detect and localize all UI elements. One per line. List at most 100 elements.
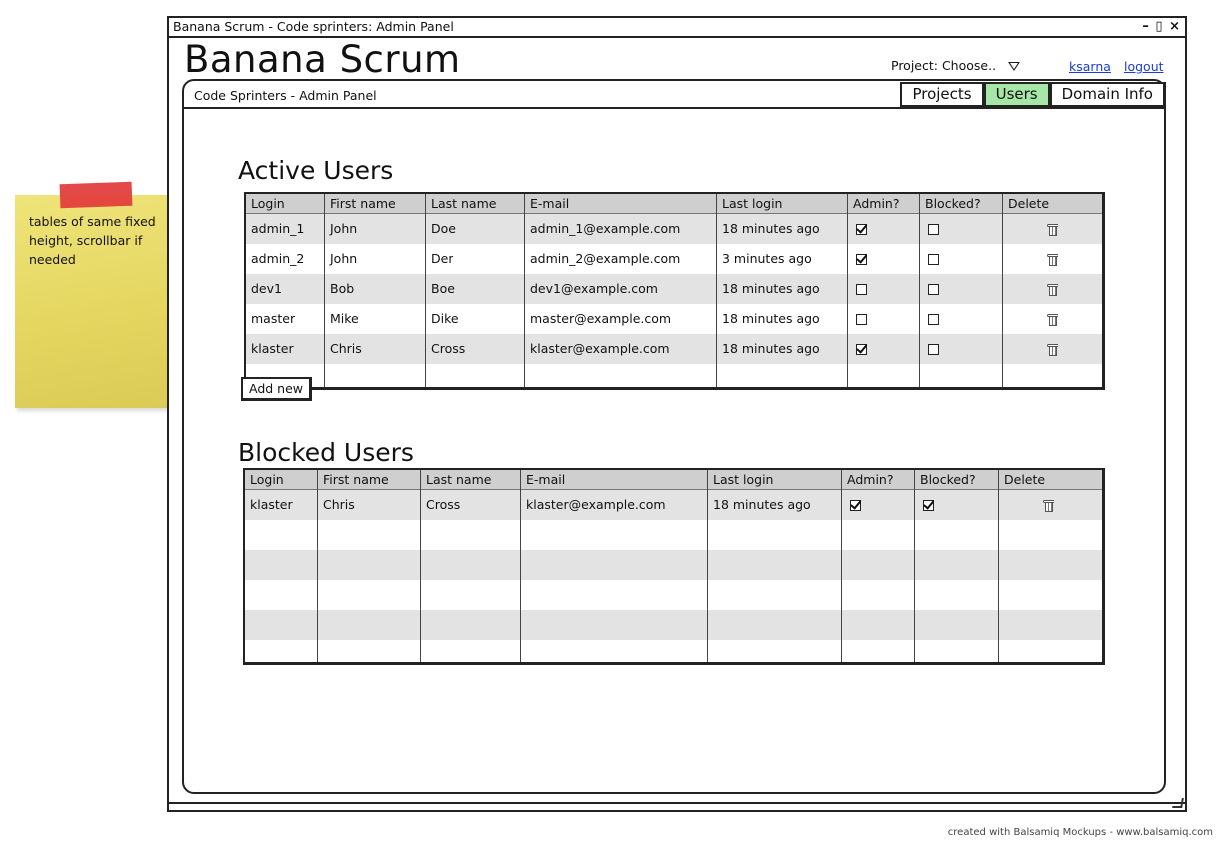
trash-icon[interactable] <box>1047 313 1058 326</box>
email-cell: admin_2@example.com <box>530 251 681 266</box>
admin-cell <box>848 334 867 364</box>
table-row <box>246 364 1102 394</box>
active-users-heading: Active Users <box>238 156 394 185</box>
column-divider <box>324 194 325 387</box>
first-cell: Bob <box>330 281 355 296</box>
tab-projects[interactable]: Projects <box>900 82 985 108</box>
delete-cell <box>1003 304 1058 334</box>
resize-grip-icon[interactable] <box>1172 798 1184 808</box>
delete-cell <box>1003 214 1058 244</box>
blocked-cell <box>920 214 939 244</box>
admin-checkbox[interactable] <box>850 500 861 511</box>
tab-users[interactable]: Users <box>983 82 1051 108</box>
balsamiq-credit: created with Balsamiq Mockups - www.bals… <box>947 827 1213 838</box>
admin-cell <box>848 304 867 334</box>
blocked-users-heading: Blocked Users <box>238 438 414 467</box>
admin-checkbox[interactable] <box>856 284 867 295</box>
column-header: Blocked? <box>920 472 976 487</box>
last-cell: Cross <box>431 341 466 356</box>
admin-checkbox[interactable] <box>856 254 867 265</box>
last-cell: Der <box>431 251 454 266</box>
triangle-down-icon[interactable] <box>1008 62 1021 71</box>
column-header: E-mail <box>530 196 570 211</box>
blocked-checkbox[interactable] <box>923 500 934 511</box>
window-controls: – ▯ × <box>1142 18 1181 36</box>
login-cell: klaster <box>250 497 293 512</box>
column-header: First name <box>323 472 389 487</box>
blocked-cell <box>915 490 934 520</box>
trash-icon[interactable] <box>1043 499 1054 512</box>
maximize-icon[interactable]: ▯ <box>1155 19 1164 34</box>
email-cell: master@example.com <box>530 311 672 326</box>
column-header: Delete <box>1004 472 1046 487</box>
trash-icon[interactable] <box>1047 343 1058 356</box>
last-cell: Cross <box>426 497 461 512</box>
last-login-cell: 18 minutes ago <box>722 341 820 356</box>
active-users-table: Login First name Last name E-mail Last login… <box>244 192 1105 390</box>
table-row: klaster Chris Cross klaster@example.com 18 m… <box>245 490 1102 520</box>
first-cell: Mike <box>330 311 359 326</box>
login-cell: klaster <box>251 341 294 356</box>
blocked-cell <box>920 274 939 304</box>
trash-icon[interactable] <box>1047 223 1058 236</box>
column-divider <box>425 194 426 387</box>
app-window: Banana Scrum - Code sprinters: Admin Pan… <box>167 16 1187 812</box>
user-link[interactable]: ksarna <box>1069 59 1111 74</box>
login-cell: admin_1 <box>251 221 305 236</box>
blocked-checkbox[interactable] <box>928 254 939 265</box>
column-divider <box>520 470 521 662</box>
column-divider <box>998 470 999 662</box>
blocked-checkbox[interactable] <box>928 314 939 325</box>
app-title: Banana Scrum <box>184 38 461 81</box>
sticky-note: tables of same fixed height, scrollbar i… <box>15 195 167 408</box>
column-header: Login <box>250 472 284 487</box>
column-divider <box>919 194 920 387</box>
first-cell: Chris <box>323 497 355 512</box>
column-header: First name <box>330 196 396 211</box>
add-new-button[interactable]: Add new <box>241 377 313 401</box>
logout-link[interactable]: logout <box>1124 59 1164 74</box>
login-cell: dev1 <box>251 281 282 296</box>
admin-checkbox[interactable] <box>856 314 867 325</box>
close-icon[interactable]: × <box>1169 19 1181 34</box>
column-divider <box>716 194 717 387</box>
panel-title: Code Sprinters - Admin Panel <box>194 88 377 103</box>
window-bottom-bar <box>169 802 1185 810</box>
blocked-checkbox[interactable] <box>928 344 939 355</box>
table-row <box>245 580 1102 610</box>
last-login-cell: 18 minutes ago <box>713 497 811 512</box>
column-divider <box>847 194 848 387</box>
login-cell: master <box>251 311 296 326</box>
admin-cell <box>842 490 861 520</box>
panel-header: Code Sprinters - Admin Panel Projects Us… <box>184 81 1166 109</box>
admin-checkbox[interactable] <box>856 224 867 235</box>
trash-icon[interactable] <box>1047 283 1058 296</box>
last-cell: Boe <box>431 281 455 296</box>
column-divider <box>841 470 842 662</box>
admin-cell <box>848 244 867 274</box>
admin-cell <box>848 274 867 304</box>
column-header: Last name <box>431 196 497 211</box>
email-cell: klaster@example.com <box>526 497 666 512</box>
column-header: Blocked? <box>925 196 981 211</box>
admin-checkbox[interactable] <box>856 344 867 355</box>
project-selector[interactable]: Project: Choose.. <box>891 57 1021 75</box>
minimize-icon[interactable]: – <box>1142 19 1150 34</box>
trash-icon[interactable] <box>1047 253 1058 266</box>
blocked-checkbox[interactable] <box>928 284 939 295</box>
first-cell: John <box>330 251 358 266</box>
tab-domain-info[interactable]: Domain Info <box>1049 82 1166 108</box>
column-header: Login <box>251 196 285 211</box>
first-cell: Chris <box>330 341 362 356</box>
column-divider <box>524 194 525 387</box>
blocked-checkbox[interactable] <box>928 224 939 235</box>
column-header: Last login <box>722 196 783 211</box>
column-divider <box>707 470 708 662</box>
column-divider <box>317 470 318 662</box>
column-header: Delete <box>1008 196 1050 211</box>
column-header: E-mail <box>526 472 566 487</box>
delete-cell <box>1003 334 1058 364</box>
